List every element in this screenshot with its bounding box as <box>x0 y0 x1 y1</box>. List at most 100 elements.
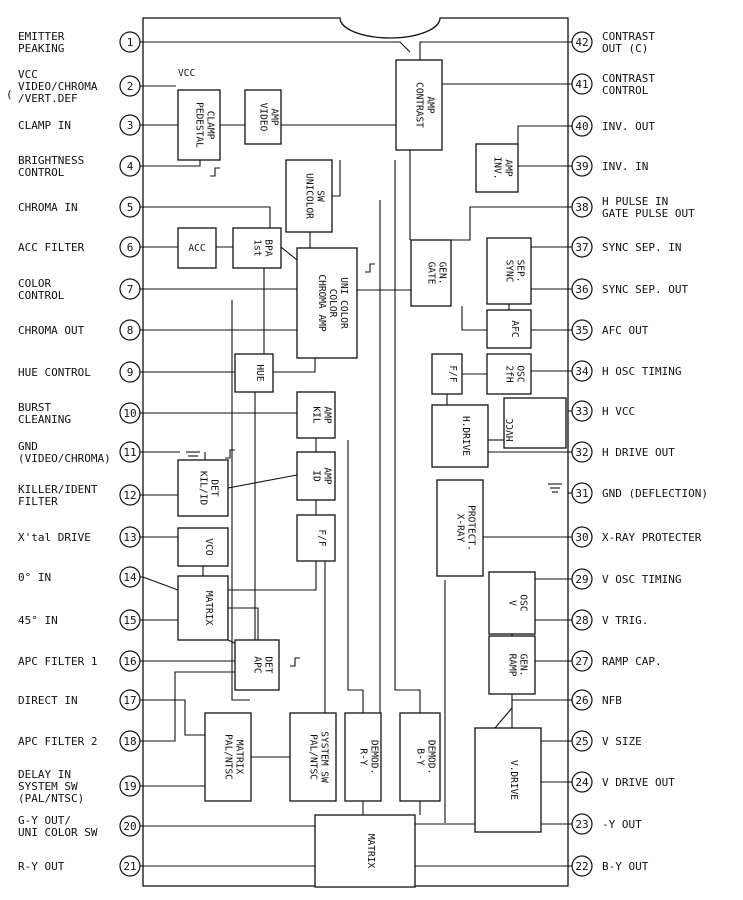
v-drive-block: V.DRIVE <box>474 727 542 833</box>
pin-label: H PULSE IN <box>602 195 668 208</box>
block-label: F/F <box>316 529 327 546</box>
pin-label: H OSC TIMING <box>602 365 681 378</box>
block-label: SYSTEM SW <box>319 731 330 783</box>
pin-label: APC FILTER 1 <box>18 655 97 668</box>
pin-label: ACC FILTER <box>18 241 85 254</box>
pin-number: 12 <box>123 489 136 502</box>
pin-label: GATE PULSE OUT <box>602 207 695 220</box>
signal-wire <box>143 41 411 53</box>
signal-wire <box>142 576 179 591</box>
block-label: AMP <box>503 159 514 176</box>
pin-number: 26 <box>575 694 588 707</box>
pin-circle <box>119 815 141 837</box>
pin-label: X-RAY PROTECTER <box>602 531 702 544</box>
pin-label: SYNC SEP. IN <box>602 241 681 254</box>
pin-label: R-Y OUT <box>18 860 65 873</box>
pin-13: 13X'tal DRIVE <box>18 526 141 548</box>
block-label: H.DRIVE <box>460 416 471 456</box>
pin-circle <box>571 482 593 504</box>
pin-label: CONTROL <box>18 289 65 302</box>
pin-number: 19 <box>123 780 136 793</box>
block-label: PROTECT. <box>466 505 477 551</box>
pin-label: CLAMP IN <box>18 119 71 132</box>
block-frame <box>488 635 536 695</box>
pin-circle <box>571 400 593 422</box>
pin-34: 34 H OSC TIMING <box>571 360 681 382</box>
pin-label: GND (DEFLECTION) <box>602 487 708 500</box>
block-label: X-RAY <box>455 514 466 543</box>
pin-label: BRIGHTNESS <box>18 154 84 167</box>
block-label: AMP <box>322 406 333 423</box>
block-frame <box>296 247 358 359</box>
pin-label: V DRIVE OUT <box>602 776 675 789</box>
pin-number: 24 <box>575 776 589 789</box>
signal-wire <box>231 300 250 701</box>
acc-block: ACC <box>177 227 217 269</box>
pin-number: 18 <box>123 735 136 748</box>
pin-number: 40 <box>575 120 588 133</box>
block-label: AFC <box>509 320 520 337</box>
pin-label: /VERT.DEF <box>18 92 78 105</box>
signal-wire <box>451 206 568 241</box>
block-label: DET <box>209 479 220 496</box>
afc-block: AFC <box>486 309 532 349</box>
block-label: SYNC <box>504 260 515 283</box>
pin-label: CHROMA IN <box>18 201 78 214</box>
pin-label: FILTER <box>18 495 58 508</box>
block-label: GEN. <box>437 262 448 285</box>
block-label: RAMP <box>507 654 518 677</box>
pin-circle <box>571 650 593 672</box>
pin-number: 16 <box>123 655 136 668</box>
signal-wire <box>332 160 341 197</box>
block-label: F/F <box>447 365 458 382</box>
block-label: UNICOLOR <box>304 173 315 219</box>
pin-number: 39 <box>575 160 588 173</box>
block-label: MATRIX <box>234 740 245 775</box>
pin-number: 1 <box>127 36 134 49</box>
signal-wire <box>273 358 316 373</box>
block-label: UNI COLOR <box>338 277 349 329</box>
pin-number: 9 <box>127 366 134 379</box>
block-frame <box>234 353 274 393</box>
pin-label: AFC OUT <box>602 324 649 337</box>
pin-label: COLOR <box>18 277 51 290</box>
pin-label: DELAY IN <box>18 768 71 781</box>
signal-wire <box>227 474 298 489</box>
block-frame <box>486 353 532 395</box>
block-label: VIDEO <box>258 103 269 132</box>
pin-number: 13 <box>123 531 136 544</box>
pin-circle <box>571 568 593 590</box>
block-label: V <box>507 600 518 606</box>
pin-number: 21 <box>123 860 136 873</box>
pin-24: 24 V DRIVE OUT <box>571 771 675 793</box>
pin-number: 20 <box>123 820 136 833</box>
block-label: SEP. <box>515 260 526 283</box>
block-label: R-Y <box>358 748 369 765</box>
inv-amp-block: INV.AMP <box>475 143 519 193</box>
block-label: KIL/ID <box>198 471 209 506</box>
pin-circle <box>119 855 141 877</box>
pin-circle <box>571 196 593 218</box>
signal-wire <box>143 699 205 736</box>
signal-wire <box>228 607 259 640</box>
pin-label: B-Y OUT <box>602 860 649 873</box>
pin-20: 20G-Y OUT/UNI COLOR SW <box>18 814 141 839</box>
pin-number: 34 <box>575 365 589 378</box>
signal-wire <box>347 440 364 713</box>
pin-circle <box>119 31 141 53</box>
pin-16: 16 APC FILTER 1 <box>18 650 141 672</box>
